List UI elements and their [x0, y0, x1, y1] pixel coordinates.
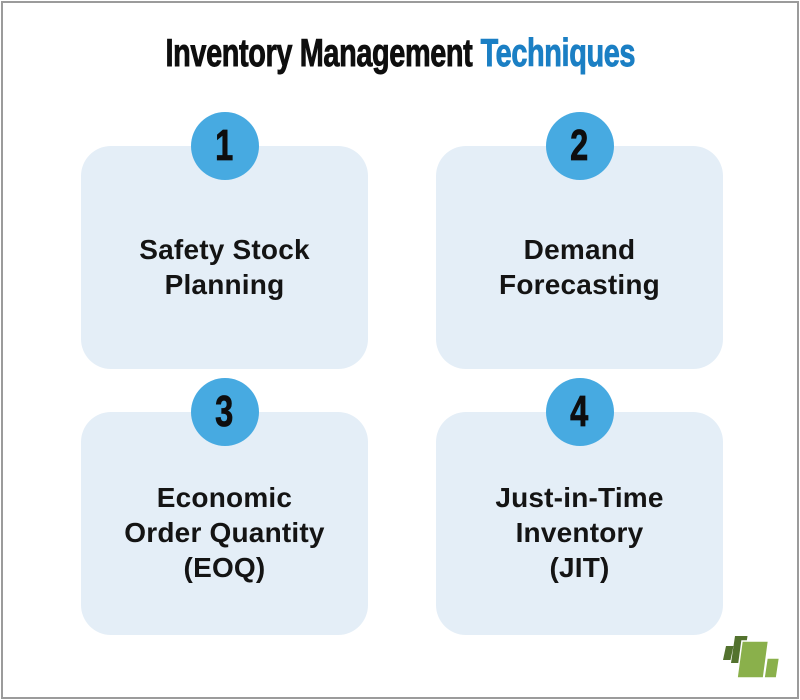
step-1-number: 1 [215, 121, 234, 170]
logo-bar-small-light [763, 657, 781, 679]
bar-chart-logo-icon [723, 636, 781, 679]
card-4-label: Just-in-Time Inventory (JIT) [495, 482, 664, 583]
card-3-label: Economic Order Quantity (EOQ) [124, 482, 325, 583]
logo-bar-small-dark [723, 646, 734, 660]
card-economic-order-quantity: 3 Economic Order Quantity (EOQ) [81, 378, 368, 635]
step-2-number: 2 [570, 121, 589, 170]
step-2-badge: 2 [545, 112, 614, 180]
step-4-badge: 4 [545, 378, 614, 446]
logo-bar-large-light [736, 640, 770, 679]
card-safety-stock-planning: 1 Safety Stock Planning [81, 112, 368, 369]
card-1-label: Safety Stock Planning [139, 233, 310, 300]
title-main-text: Inventory Management [165, 32, 473, 76]
card-demand-forecasting: 2 Demand Forecasting [436, 112, 723, 369]
step-3-number: 3 [215, 387, 234, 436]
step-3-badge: 3 [190, 378, 259, 446]
card-2-label: Demand Forecasting [499, 233, 660, 300]
step-1-badge: 1 [190, 112, 259, 180]
card-just-in-time-inventory: 4 Just-in-Time Inventory (JIT) [436, 378, 723, 635]
title-accent-text: Techniques [480, 32, 636, 76]
step-4-number: 4 [570, 387, 589, 436]
